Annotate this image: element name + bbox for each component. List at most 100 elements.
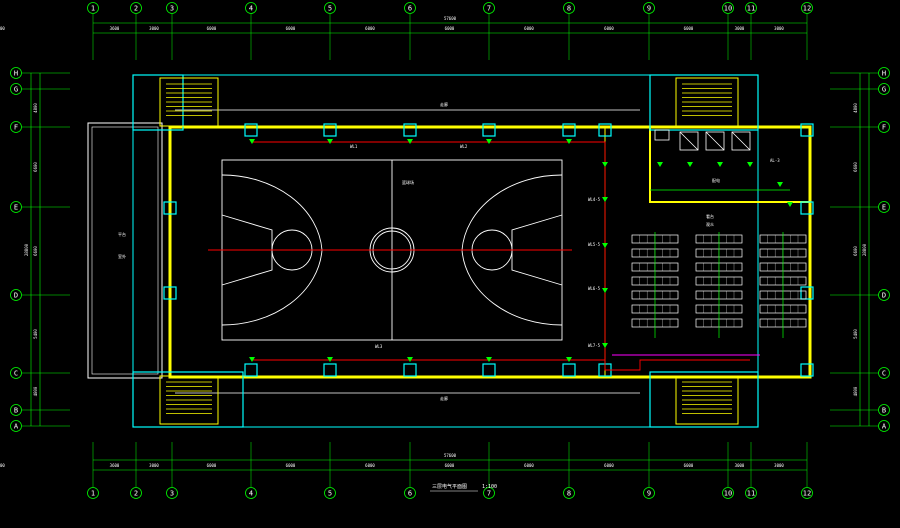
grid-bubble-circle (245, 2, 257, 14)
span-dimension-bottom: 6000 (207, 463, 217, 468)
overall-dimension-top: 57600 (444, 16, 457, 21)
light-fixture-icon (327, 139, 333, 144)
light-fixtures (249, 139, 793, 362)
span-dimension-top: 3000 (149, 26, 159, 31)
building-walls (87, 74, 812, 428)
grid-bubble-top-6: 6 (404, 2, 416, 14)
grid-bubble-bottom-4: 4 (245, 487, 257, 499)
light-fixture-icon (327, 357, 333, 362)
grid-bubble-label: 4 (249, 5, 253, 13)
column (323, 123, 337, 137)
stair-frame (132, 371, 244, 428)
span-dimension-top: 6000 (445, 26, 455, 31)
span-dimension-top: 6000 (524, 26, 534, 31)
grid-bubble-label: 8 (567, 5, 571, 13)
grid-bubble-top-3: 3 (166, 2, 178, 14)
grid-bubble-left-E: E (10, 201, 22, 213)
grid-bubble-circle (878, 404, 890, 416)
grid-bubble-circle (563, 2, 575, 14)
grid-bubble-bottom-8: 8 (563, 487, 575, 499)
column (562, 123, 576, 137)
structural-columns (163, 123, 814, 377)
stair-bottom-right (649, 371, 759, 428)
column (562, 363, 576, 377)
grid-bubble-circle (878, 121, 890, 133)
grid-bubble-bottom-7: 7 (483, 487, 495, 499)
grid-bubble-label: 1 (91, 490, 95, 498)
grid-bubble-right-C: C (878, 367, 890, 379)
grid-bubble-circle (563, 487, 575, 499)
column (163, 201, 177, 215)
transformer-box-x (731, 131, 751, 151)
span-dimension-bottom: 6000 (365, 463, 375, 468)
grid-bubble-circle (404, 2, 416, 14)
grid-bubble-left-C: C (10, 367, 22, 379)
grid-bubble-label: A (882, 423, 887, 431)
grid-bubble-label: 1 (91, 5, 95, 13)
grid-bubble-label: 11 (747, 490, 755, 498)
stair-treads (682, 83, 732, 116)
grid-bubble-label: B (14, 407, 18, 415)
stair-flight (675, 77, 739, 127)
grid-bubble-right-B: B (878, 404, 890, 416)
span-dimension-top: 6000 (207, 26, 217, 31)
grid-bubble-label: 10 (724, 490, 732, 498)
span-dimension-bottom: 3600 (0, 463, 5, 468)
grid-bubble-label: 6 (408, 5, 412, 13)
grid-bubble-circle (245, 487, 257, 499)
column (403, 363, 417, 377)
grid-bubble-bottom-10: 10 (722, 487, 734, 499)
circuit-label-right-4: WL7-5 (588, 343, 601, 348)
grid-bubble-circle (404, 487, 416, 499)
stair-flight (159, 77, 219, 127)
grid-bubble-label: 12 (803, 5, 811, 13)
light-fixture-icon (687, 162, 693, 167)
span-dimension-right: 5400 (853, 329, 858, 339)
span-dimension-bottom: 6000 (445, 463, 455, 468)
transformer-box-x (705, 131, 725, 151)
light-fixture-icon (602, 288, 608, 293)
circuit-label-bottom: WL3 (375, 344, 383, 349)
grid-bubble-top-5: 5 (324, 2, 336, 14)
grid-bubble-circle (878, 67, 890, 79)
span-dimension-bottom: 3600 (110, 463, 120, 468)
grid-bubble-circle (745, 2, 757, 14)
grid-bubble-right-D: D (878, 289, 890, 301)
overall-dimension-bottom: 57600 (444, 453, 457, 458)
span-dimension-bottom: 3000 (774, 463, 784, 468)
circuit-top-run (252, 141, 750, 371)
circuit-label-top-b: WL2 (460, 144, 468, 149)
grid-bubble-circle (878, 420, 890, 432)
grid-bubble-label: G (882, 86, 886, 94)
span-dimension-left: 5400 (33, 329, 38, 339)
grid-bubble-circle (10, 201, 22, 213)
grid-bubble-label: C (14, 370, 18, 378)
panel-box (654, 129, 670, 141)
grid-bubble-circle (878, 367, 890, 379)
grid-bubble-left-G: G (10, 83, 22, 95)
grid-bubble-top-2: 2 (130, 2, 142, 14)
light-fixture-icon (717, 162, 723, 167)
grid-bubble-label: 3 (170, 5, 174, 13)
seating-sub-label: 观众 (706, 222, 714, 227)
grid-bubble-circle (722, 2, 734, 14)
grid-bubble-label: 10 (724, 5, 732, 13)
left-terrace-inner (91, 126, 159, 375)
grid-bubble-label: 3 (170, 490, 174, 498)
grid-bubble-circle (483, 2, 495, 14)
drawing-title-block: 三层电气平面图 1:100 (430, 483, 497, 492)
left-room-label: 平台 (118, 231, 126, 237)
grid-bubble-top-11: 11 (745, 2, 757, 14)
control-room-wall (649, 126, 811, 203)
span-dimension-top: 6000 (365, 26, 375, 31)
grid-bubble-left-D: D (10, 289, 22, 301)
span-dimension-bottom: 6000 (684, 463, 694, 468)
grid-bubble-circle (10, 83, 22, 95)
span-dimension-right: 4800 (853, 386, 858, 396)
light-fixture-icon (407, 357, 413, 362)
grid-bubble-label: 8 (567, 490, 571, 498)
span-dimension-right: 4800 (853, 103, 858, 113)
light-fixture-icon (249, 139, 255, 144)
